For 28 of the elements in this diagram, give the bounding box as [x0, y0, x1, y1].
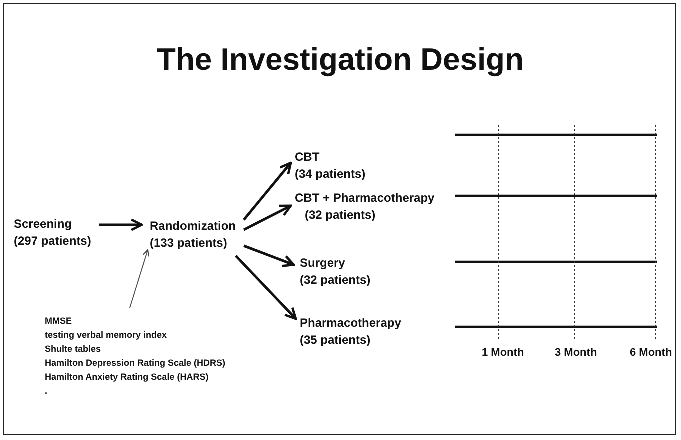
list-item-text: Hamilton Depression Rating Scale (HDRS): [45, 357, 226, 370]
patient-count: (32 patients): [300, 272, 371, 289]
title: The Investigation Design: [156, 42, 525, 78]
list-item-text: testing verbal memory index: [45, 329, 168, 342]
arrow: [130, 250, 150, 308]
list-item-text: .: [45, 385, 48, 398]
list-item-text: Hamilton Anxiety Rating Scale (HARS): [45, 371, 209, 384]
axis-label: 3 Month: [555, 347, 598, 359]
patient-count: (34 patients): [295, 166, 366, 183]
patient-count: (133 patients): [150, 235, 228, 252]
patient-count: (35 patients): [300, 332, 371, 349]
patient-count: (297 patients): [14, 233, 92, 250]
list-item-text: Shulte tables: [45, 343, 102, 356]
list-item-text: MMSE: [45, 315, 72, 328]
axis-label: 1 Month: [482, 347, 524, 359]
arrow: [243, 204, 292, 232]
axis-label: 6 Month: [630, 347, 672, 359]
node-title: CBT: [295, 149, 320, 166]
patient-count: (32 patients): [305, 207, 376, 224]
arrow: [99, 218, 144, 232]
node-title: CBT + Pharmacotherapy: [295, 190, 435, 207]
arrow: [244, 244, 296, 268]
node-title: Randomization: [150, 218, 236, 235]
node-title: Pharmacotherapy: [300, 315, 402, 332]
node-title: Screening: [14, 216, 72, 233]
arrow: [243, 162, 292, 221]
arrow: [235, 255, 298, 320]
node-title: Surgery: [300, 255, 346, 272]
